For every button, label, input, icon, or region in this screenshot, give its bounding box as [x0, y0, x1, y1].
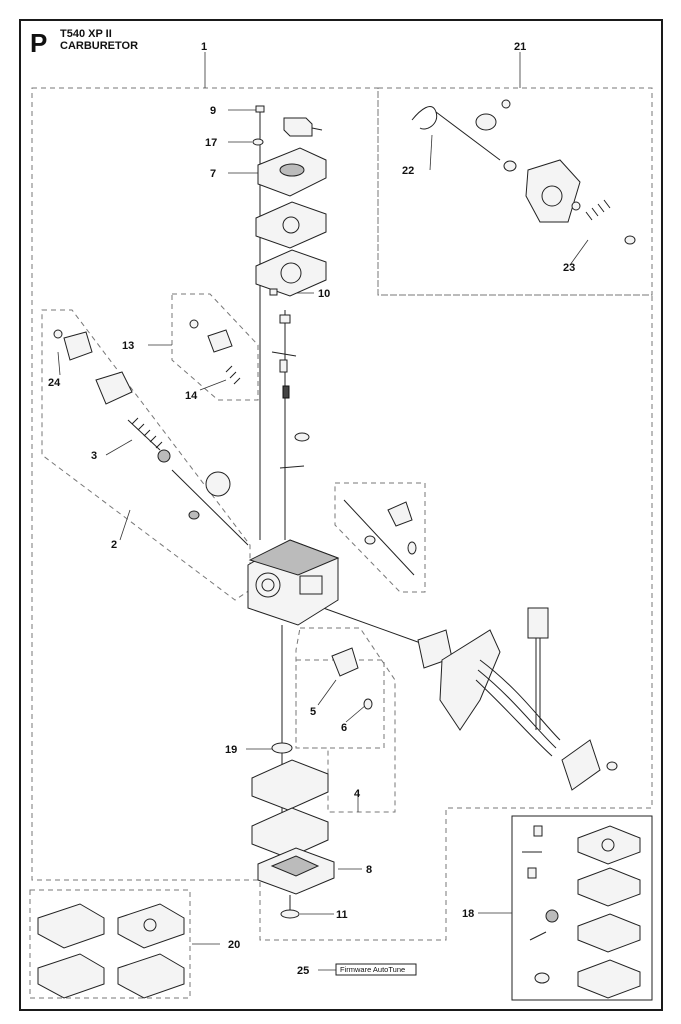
leader-23	[569, 239, 589, 266]
autotune-module	[417, 607, 618, 791]
firmware-tag	[335, 963, 417, 976]
lower-gasket-1	[251, 759, 329, 811]
callout-6: 6	[341, 722, 347, 734]
callout-24: 24	[48, 377, 61, 389]
part-18-kit	[522, 825, 641, 999]
callout-2: 2	[111, 539, 117, 551]
part-17-sensor	[252, 117, 323, 146]
callout-11: 11	[336, 909, 348, 921]
part-23-spring	[571, 199, 636, 245]
group-20-outline	[29, 889, 191, 999]
part-20-kit	[37, 903, 185, 999]
callout-13: 13	[122, 340, 134, 352]
callout-17: 17	[205, 137, 217, 149]
callout-3: 3	[91, 450, 97, 462]
carburetor-body	[247, 539, 340, 626]
part-9-screw	[255, 105, 265, 120]
callout-25: 25	[297, 965, 309, 977]
lower-gasket-2	[251, 807, 329, 859]
part-19-washer	[271, 742, 293, 754]
group-18-box	[511, 815, 653, 1001]
callout-4: 4	[354, 788, 361, 800]
part-21-housing	[525, 159, 581, 223]
needle-lever-parts	[271, 314, 310, 469]
page-frame	[19, 19, 663, 1011]
callout-7: 7	[210, 168, 216, 180]
part-5-pump-cover	[331, 647, 359, 677]
firmware-tag-text: Firmware AutoTune	[340, 965, 405, 974]
group-21-outline	[377, 87, 653, 296]
callout-8: 8	[366, 864, 372, 876]
part-3-spring	[127, 417, 171, 463]
part-6-screw	[363, 698, 373, 710]
leader-14	[199, 379, 227, 391]
callout-18: 18	[462, 908, 474, 920]
leader-2	[119, 509, 131, 541]
callout-20: 20	[228, 939, 240, 951]
group-1-outline	[31, 87, 653, 941]
part-13-lever	[189, 319, 233, 353]
callout-22: 22	[402, 165, 414, 177]
callout-1: 1	[201, 41, 207, 53]
part-7-cover-boss	[279, 163, 305, 177]
choke-screw	[188, 510, 200, 520]
callout-23: 23	[563, 262, 575, 274]
group-13-outline	[171, 293, 259, 401]
model-name: T540 XP II	[60, 28, 112, 40]
callout-10: 10	[318, 288, 330, 300]
top-diaphragm	[255, 201, 327, 249]
throttle-shaft-outline	[334, 482, 426, 593]
callout-19: 19	[225, 744, 237, 756]
top-gasket	[255, 249, 327, 297]
callout-21: 21	[514, 41, 526, 53]
leader-6	[345, 704, 367, 723]
part-2-choke-shaft	[171, 469, 249, 546]
part-11-screw	[280, 895, 300, 919]
leader-24	[57, 351, 61, 376]
leader-5	[317, 679, 337, 706]
part-14-spring	[225, 365, 241, 385]
callout-9: 9	[210, 105, 216, 117]
part-22-link	[411, 99, 517, 172]
leader-3	[105, 439, 133, 456]
choke-plate	[205, 471, 231, 497]
leader-22	[429, 134, 433, 171]
part-24-nozzle	[53, 329, 93, 361]
callout-14: 14	[185, 390, 198, 402]
throttle-shaft	[343, 499, 417, 576]
choke-lever	[95, 371, 133, 405]
callout-5: 5	[310, 706, 316, 718]
part-10-screw	[269, 288, 278, 296]
section-title: CARBURETOR	[60, 40, 138, 52]
group-5-6-outline	[295, 659, 385, 749]
page-letter: P	[30, 28, 47, 58]
